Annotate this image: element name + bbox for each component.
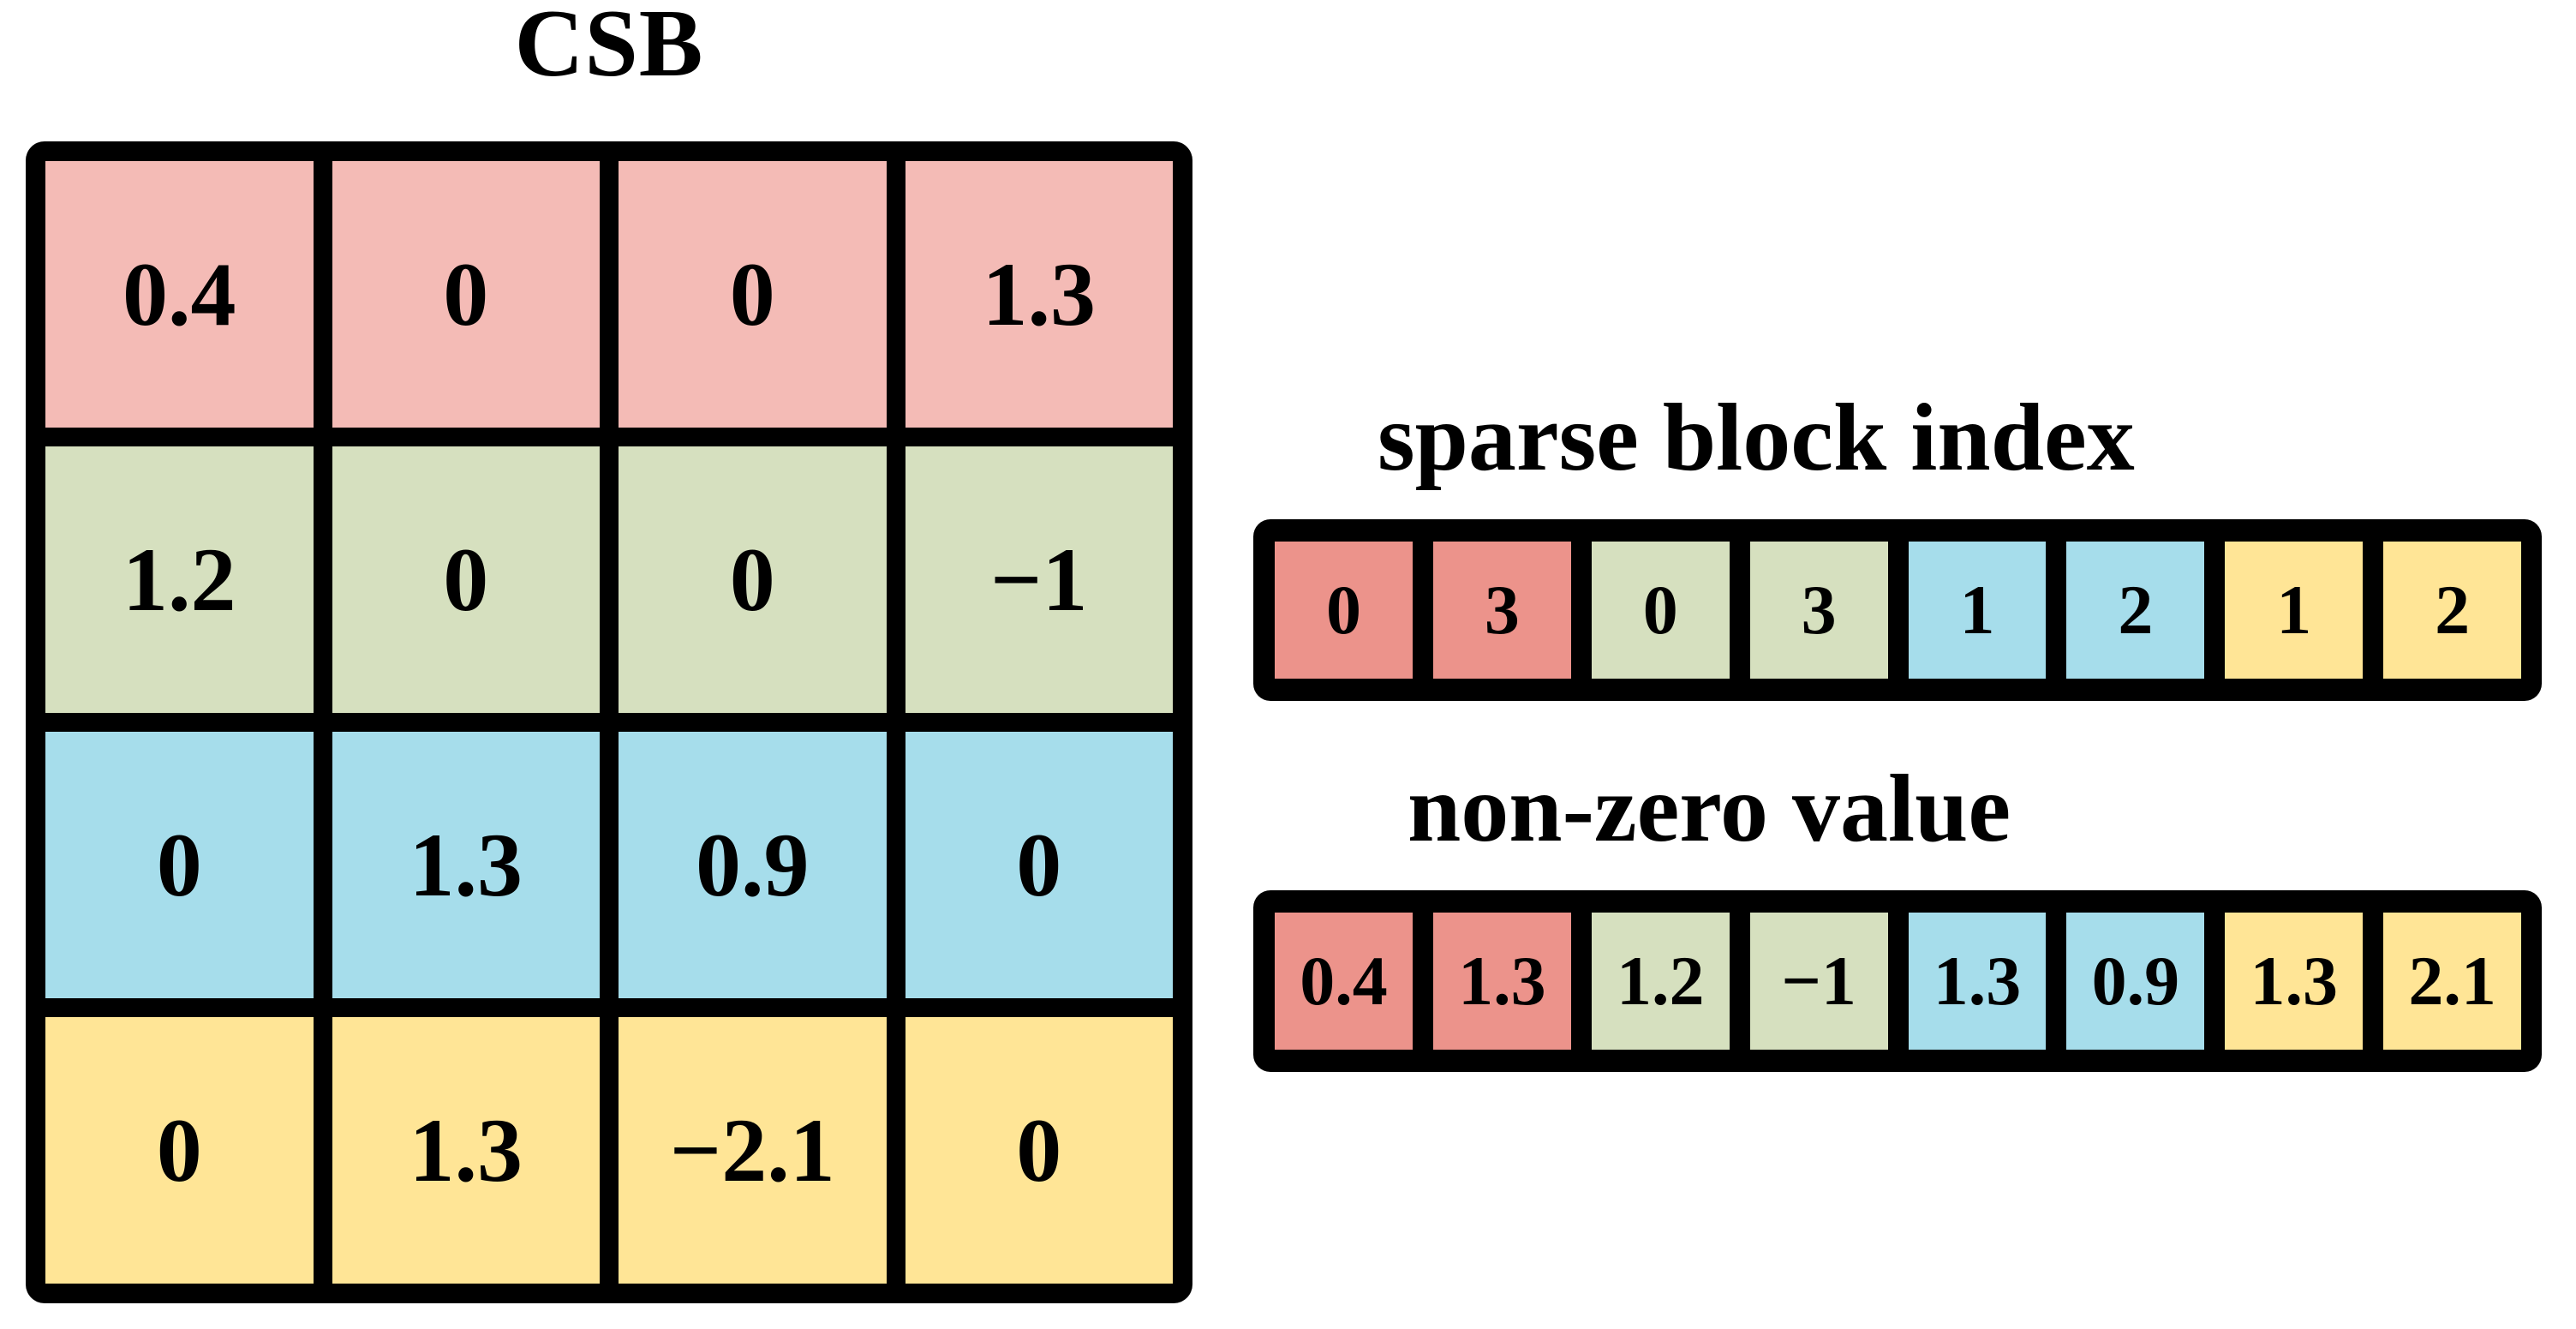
matrix-cell: 1.3: [905, 161, 1173, 428]
array-cell: 0.4: [1275, 913, 1413, 1050]
matrix-cell: 0: [332, 446, 600, 713]
matrix-cell: −2.1: [619, 1017, 887, 1284]
matrix-title: CSB: [514, 0, 704, 97]
matrix-cell: 0: [619, 161, 887, 428]
non-zero-value-array: 0.4 1.3 1.2 −1 1.3 0.9 1.3 2.1: [1253, 890, 2542, 1072]
matrix-cell: 0: [45, 1017, 314, 1284]
array-cell: 3: [1749, 542, 1888, 679]
matrix-cell: 1.3: [332, 1017, 600, 1284]
matrix-cell: 0: [619, 446, 887, 713]
array-cell: 0: [1591, 542, 1730, 679]
array-cell: 1.3: [1432, 913, 1571, 1050]
csb-matrix: 0.4 0 0 1.3 1.2 0 0 −1 0 1.3 0.9 0 0 1.3…: [26, 141, 1192, 1303]
sparse-block-index-array: 0 3 0 3 1 2 1 2: [1253, 519, 2542, 701]
array-cell: 1.2: [1591, 913, 1730, 1050]
array-cell: 0: [1275, 542, 1413, 679]
matrix-cell: 0.4: [45, 161, 314, 428]
array-cell: 3: [1432, 542, 1571, 679]
array-cell: 1.3: [1908, 913, 2047, 1050]
non-zero-value-title: non-zero value: [1408, 756, 2011, 862]
matrix-cell: 0: [45, 732, 314, 998]
matrix-cell: 0.9: [619, 732, 887, 998]
matrix-cell: 1.2: [45, 446, 314, 713]
array-cell: 1.3: [2225, 913, 2364, 1050]
array-cell: −1: [1749, 913, 1888, 1050]
array-cell: 0.9: [2066, 913, 2205, 1050]
array-cell: 2.1: [2383, 913, 2521, 1050]
matrix-cell: −1: [905, 446, 1173, 713]
array-cell: 1: [1908, 542, 2047, 679]
array-cell: 1: [2225, 542, 2364, 679]
matrix-cell: 1.3: [332, 732, 600, 998]
array-cell: 2: [2383, 542, 2521, 679]
sparse-block-index-title: sparse block index: [1378, 385, 2135, 491]
matrix-cell: 0: [905, 1017, 1173, 1284]
matrix-cell: 0: [905, 732, 1173, 998]
matrix-cell: 0: [332, 161, 600, 428]
array-cell: 2: [2066, 542, 2205, 679]
